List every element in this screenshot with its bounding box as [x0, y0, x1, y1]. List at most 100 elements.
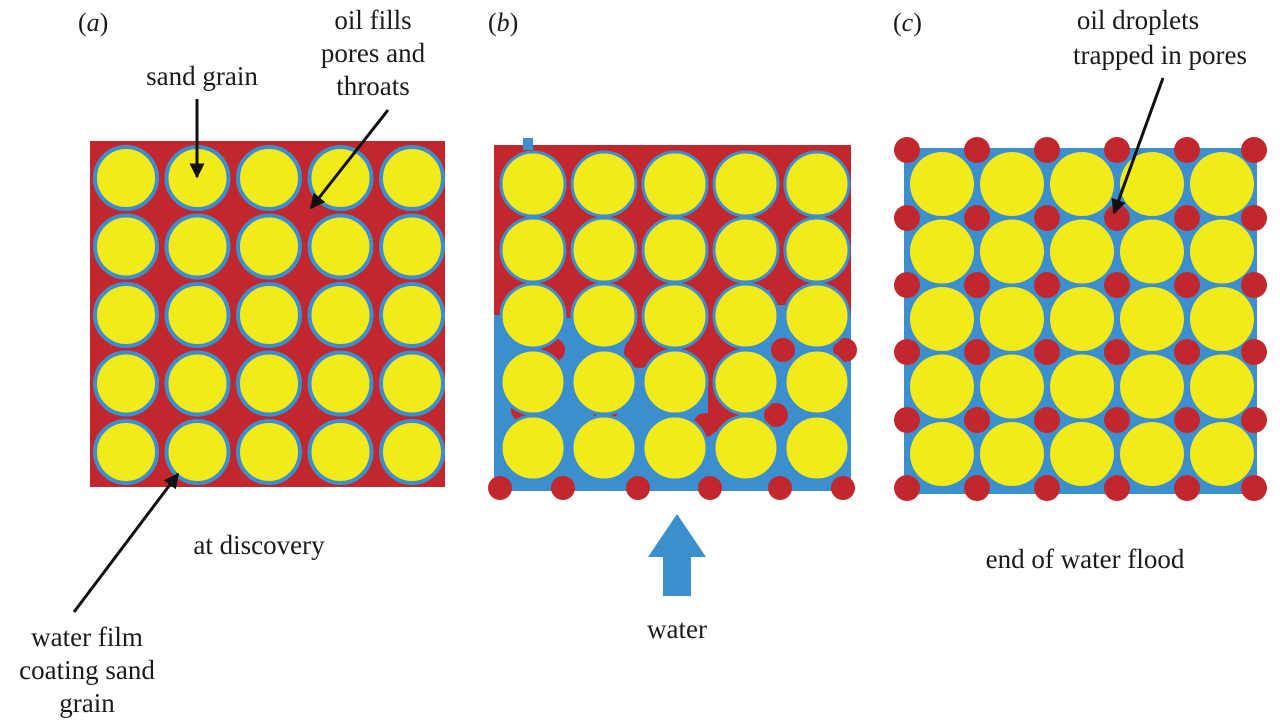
sand-grain — [712, 216, 780, 284]
trapped-oil-droplet — [1034, 205, 1060, 231]
trapped-oil-droplet — [894, 137, 920, 163]
sand-grain — [910, 152, 974, 216]
water-in-throat — [523, 138, 533, 150]
water-film-label-line2: coating sand — [19, 655, 155, 685]
oil-fills-label-line1: oil fills — [334, 5, 411, 35]
sand-grain — [1050, 152, 1114, 216]
water-film-arrow — [72, 472, 180, 613]
trapped-oil-droplet — [551, 476, 575, 500]
sand-grain — [499, 282, 567, 350]
sand-grain — [1050, 354, 1114, 419]
oil-fills-label-line3: throats — [336, 71, 410, 101]
trapped-oil-droplet — [1174, 272, 1200, 298]
trapped-oil-droplet — [964, 272, 990, 298]
oil-fills-arrow — [309, 109, 390, 210]
sand-grain — [164, 213, 231, 280]
trapped-oil-droplet — [1104, 407, 1130, 433]
sand-grain — [570, 216, 638, 284]
sand-grain-label: sand grain — [146, 61, 258, 91]
sand-grain — [499, 414, 567, 482]
trapped-oil-droplet — [1104, 272, 1130, 298]
sand-grain — [379, 145, 445, 211]
sand-grain — [1190, 219, 1254, 284]
sand-grain — [164, 350, 231, 417]
sand-grain — [783, 216, 851, 284]
panel-b-grains — [499, 150, 851, 482]
trapped-oil-droplet — [1241, 205, 1267, 231]
sand-grain — [93, 350, 159, 417]
sand-grain — [307, 213, 374, 280]
trapped-oil-droplet — [964, 339, 990, 365]
sand-grain — [236, 282, 302, 348]
sand-grain — [641, 414, 709, 482]
trapped-oil-droplet — [1104, 137, 1130, 163]
oil-fills-label-line2: pores and — [321, 38, 426, 68]
trapped-oil-droplet — [1104, 475, 1130, 501]
trapped-oil-droplet — [626, 476, 650, 500]
trapped-oil-droplet — [1241, 272, 1267, 298]
sand-grain — [570, 348, 638, 416]
trapped-oil-droplet — [1241, 475, 1267, 501]
panel-c-caption: end of water flood — [986, 544, 1185, 574]
sand-grain — [307, 282, 374, 348]
trapped-oil-droplet — [1034, 407, 1060, 433]
oil-droplets-label-line2: trapped in pores — [1073, 40, 1247, 70]
oil-droplets-label-line1: oil droplets — [1077, 5, 1199, 35]
sand-grain — [1190, 422, 1254, 486]
sand-grain — [712, 414, 780, 482]
trapped-oil-droplet — [1174, 205, 1200, 231]
trapped-oil-droplet — [1174, 407, 1200, 433]
trapped-oil-droplet — [1034, 475, 1060, 501]
sand-grain — [980, 219, 1044, 284]
sand-grain — [641, 348, 709, 416]
trapped-oil-droplet — [894, 205, 920, 231]
trapped-oil-droplet — [833, 338, 857, 362]
sand-grain — [980, 422, 1044, 486]
trapped-oil-droplet — [964, 475, 990, 501]
sand-grain — [1050, 287, 1114, 351]
trapped-oil-droplet — [1241, 407, 1267, 433]
oil-droplets-arrow — [1111, 77, 1165, 215]
sand-grain — [1190, 287, 1254, 351]
sand-grain — [783, 282, 851, 350]
sand-grain — [379, 282, 445, 348]
sand-grain — [910, 219, 974, 284]
trapped-oil-droplet — [1241, 137, 1267, 163]
water-flow-arrow-icon — [648, 514, 706, 596]
sand-grain — [1190, 152, 1254, 216]
sand-grain — [1190, 354, 1254, 419]
sand-grain — [93, 419, 159, 485]
sand-grain — [1120, 152, 1184, 216]
sand-grain — [379, 213, 445, 280]
sand-grain — [783, 150, 851, 218]
trapped-oil-droplet — [964, 407, 990, 433]
sand-grain — [236, 213, 302, 280]
trapped-oil-droplet — [964, 137, 990, 163]
trapped-oil-droplet — [771, 338, 795, 362]
sand-grain — [236, 145, 302, 211]
water-film-label-line3: grain — [59, 688, 115, 718]
sand-grain — [499, 216, 567, 284]
sand-grain — [379, 350, 445, 417]
trapped-oil-droplet — [894, 475, 920, 501]
trapped-oil-droplet — [1174, 339, 1200, 365]
sand-grain — [379, 419, 445, 485]
panel-a-label: (a) — [78, 8, 108, 37]
sand-grain — [93, 145, 159, 211]
sand-grain — [93, 213, 159, 280]
sand-grain — [499, 348, 567, 416]
sand-grain — [910, 287, 974, 351]
sand-grain — [499, 150, 567, 218]
water-flow-label: water — [647, 614, 707, 644]
sand-grain — [641, 216, 709, 284]
sand-grain — [980, 354, 1044, 419]
sand-grain — [1050, 219, 1114, 284]
sand-grain — [910, 422, 974, 486]
sand-grain — [980, 152, 1044, 216]
sand-grain — [307, 419, 374, 485]
trapped-oil-droplet — [764, 403, 788, 427]
sand-grain — [1120, 354, 1184, 419]
panel-c-grains — [910, 152, 1254, 486]
